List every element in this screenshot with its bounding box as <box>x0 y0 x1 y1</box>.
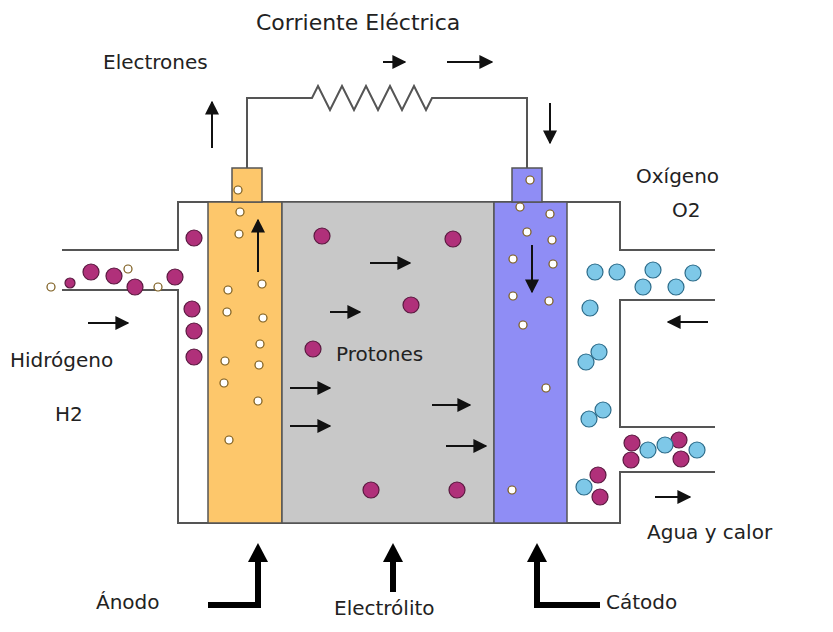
cathode-terminal <box>512 168 542 202</box>
anode-layer <box>208 202 282 523</box>
text-label: Electrones <box>103 50 208 74</box>
text-label: Ánodo <box>96 590 160 614</box>
text-label: O2 <box>672 198 700 222</box>
anode-terminal <box>232 168 262 202</box>
text-label: Hidrógeno <box>10 348 113 372</box>
text-label: Agua y calor <box>647 520 772 544</box>
proton-particles <box>65 228 689 505</box>
electrolyte-layer <box>282 202 494 523</box>
text-label: Cátodo <box>606 590 677 614</box>
region-label: Protones <box>336 342 423 366</box>
text-label: Electrólito <box>334 596 435 620</box>
flow-arrows <box>88 62 708 497</box>
text-label: H2 <box>55 402 83 426</box>
callout-heads <box>248 543 547 562</box>
external-circuit <box>247 86 527 168</box>
electron-particles <box>47 176 557 494</box>
text-label: Corriente Eléctrica <box>256 10 460 36</box>
electrolyte-region: Protones <box>336 342 423 366</box>
housing <box>62 202 715 523</box>
cathode-layer <box>494 202 567 523</box>
text-label: Oxígeno <box>636 164 719 188</box>
oxygen-particles <box>576 262 705 495</box>
